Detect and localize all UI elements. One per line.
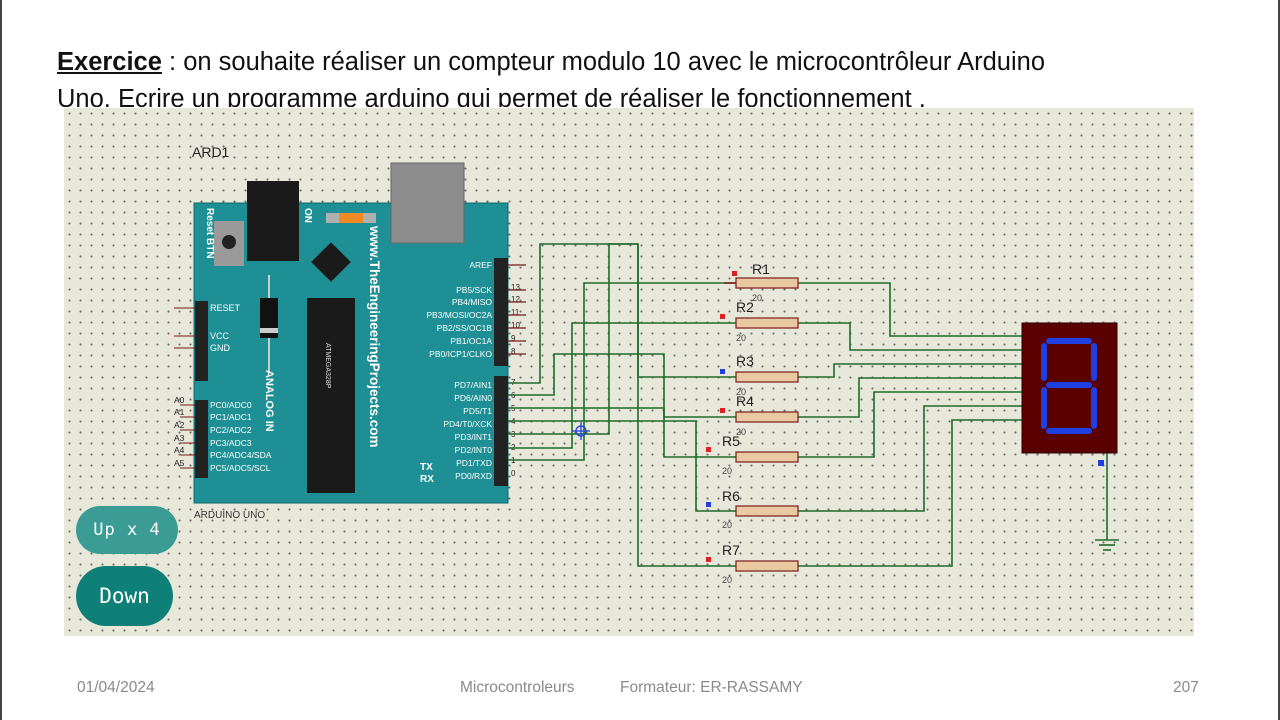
r6-label: R6 [722, 488, 740, 504]
footer-subject: Microcontroleurs [460, 679, 575, 696]
analog-pin-3: PC3/ADC3 [210, 438, 252, 448]
pin-pb0: PB0/ICP1/CLKO [429, 349, 492, 359]
pin-pb5: PB5/SCK [456, 285, 492, 295]
pin-pd2: PD2/INT0 [455, 445, 493, 455]
slide-title: Exercice : on souhaite réaliser un compt… [57, 44, 1167, 107]
pin-pd4: PD4/T0/XCK [443, 419, 492, 429]
num-10: 10 [511, 321, 520, 330]
digital-nums-bottom: 7 6 5 4 3 2 1 0 [511, 378, 516, 478]
r5-value: 20 [722, 466, 732, 476]
pin-pd6: PD6/AIN0 [454, 393, 492, 403]
pin-pb4: PB4/MISO [452, 297, 493, 307]
pin-pb2: PB2/SS/OC1B [437, 323, 493, 333]
schematic-sheet [64, 108, 1194, 636]
pin-pd7: PD7/AIN1 [454, 380, 492, 390]
num-8: 8 [511, 347, 516, 356]
analog-pin-1: PC1/ADC1 [210, 412, 252, 422]
resistor-r4: R4 20 [720, 393, 799, 437]
pin-vcc: VCC [210, 331, 230, 341]
resistor-r5: R5 20 [706, 433, 799, 476]
page-number: 207 [1173, 679, 1199, 696]
resistor-r6: R6 20 [706, 488, 799, 530]
analog-pins: A0 A1 A2 A3 A4 A5 PC0/ADC0 PC1/ADC1 PC2/… [174, 395, 272, 473]
analog-pin-4: PC4/ADC4/SDA [210, 450, 272, 460]
analog-num-a1: A1 [174, 407, 185, 417]
r4-value: 20 [736, 427, 746, 437]
digital-pins-bottom: PD7/AIN1 PD6/AIN0 PD5/T1 PD4/T0/XCK PD3/… [443, 380, 492, 481]
resistor-r3: R3 20 [720, 353, 799, 397]
digital-nums-top: 13 12 11 10 9 8 [511, 283, 520, 356]
r1-value: 20 [752, 293, 762, 303]
arduino-board: Reset BTN ON ATMEGA328P www.TheEngineeri… [193, 162, 509, 521]
pin-pb3: PB3/MOSI/OC2A [426, 310, 492, 320]
r1-label: R1 [752, 261, 770, 277]
segments-digit-8 [1041, 338, 1097, 434]
pin-gnd: GND [210, 343, 231, 353]
pin-reset: RESET [210, 303, 241, 313]
digital-pins-top: AREF PB5/SCK PB4/MISO PB3/MOSI/OC2A PB2/… [426, 260, 492, 359]
board-ref: ARD1 [192, 144, 230, 160]
analog-num-a3: A3 [174, 433, 185, 443]
pin-pd1: PD1/TXD [456, 458, 492, 468]
analog-num-a0: A0 [174, 395, 185, 405]
pin-pb1: PB1/OC1A [450, 336, 492, 346]
r6-value: 20 [722, 520, 732, 530]
num-13: 13 [511, 283, 520, 292]
resistor-r1: R1 20 [724, 261, 799, 303]
footer-trainer: Formateur: ER-RASSAMY [620, 679, 803, 696]
analog-num-a5: A5 [174, 458, 185, 468]
analog-pin-2: PC2/ADC2 [210, 425, 252, 435]
tx-label: TX [420, 462, 433, 473]
r2-label: R2 [736, 299, 754, 315]
r3-label: R3 [736, 353, 754, 369]
pin-pd0: PD0/RXD [455, 471, 492, 481]
pin-pd3: PD3/INT1 [455, 432, 493, 442]
title-bold: Exercice [57, 48, 162, 76]
usb-connector [390, 162, 465, 244]
wires [508, 243, 1108, 567]
on-label: ON [302, 208, 313, 223]
up-x4-button[interactable]: Up x 4 [76, 506, 178, 554]
reset-btn-label: Reset BTN [204, 208, 215, 259]
power-jack [247, 181, 299, 261]
power-pins: RESET VCC GND [174, 303, 241, 353]
resistor-r2: R2 20 [720, 299, 799, 343]
board-name: ARDUINO UNO [194, 510, 265, 521]
board-url: www.TheEngineeringProjects.com [367, 225, 382, 448]
pin-pd5: PD5/T1 [463, 406, 492, 416]
r7-label: R7 [722, 542, 740, 558]
r2-value: 20 [736, 333, 746, 343]
junction-marker [572, 422, 590, 440]
analog-pin-0: PC0/ADC0 [210, 400, 252, 410]
analog-in-label: ANALOG IN [263, 370, 275, 432]
seven-segment-display [1021, 322, 1118, 466]
analog-pin-5: PC5/ADC5/SCL [210, 463, 271, 473]
rx-label: RX [420, 474, 434, 485]
title-line2: Uno. Ecrire un programme arduino qui per… [57, 85, 926, 107]
ground-symbol [1095, 539, 1119, 551]
circuit-diagram: ARD1 Reset BTN ON ATMEGA328P www.TheEngi… [174, 144, 1119, 585]
analog-num-a2: A2 [174, 420, 185, 430]
r4-label: R4 [736, 393, 754, 409]
atmega-chip [307, 298, 355, 493]
r5-label: R5 [722, 433, 740, 449]
slide-border-right [1278, 0, 1280, 720]
num-9: 9 [511, 334, 516, 343]
chip-text: ATMEGA328P [324, 343, 331, 389]
slide-border-left [0, 0, 2, 720]
resistor-r7: R7 20 [706, 542, 799, 585]
num-0: 0 [511, 469, 516, 478]
on-led [339, 213, 363, 223]
down-button[interactable]: Down [76, 566, 173, 626]
num-11: 11 [511, 308, 520, 317]
title-text: : on souhaite réaliser un compteur modul… [161, 48, 1045, 76]
pin-aref: AREF [469, 260, 492, 270]
resistors: R1 20 R2 20 R3 20 R4 20 R5 20 [706, 261, 799, 585]
r7-value: 20 [722, 575, 732, 585]
footer-date: 01/04/2024 [77, 679, 155, 696]
num-12: 12 [511, 295, 520, 304]
r3-value: 20 [736, 387, 746, 397]
analog-num-a4: A4 [174, 445, 185, 455]
